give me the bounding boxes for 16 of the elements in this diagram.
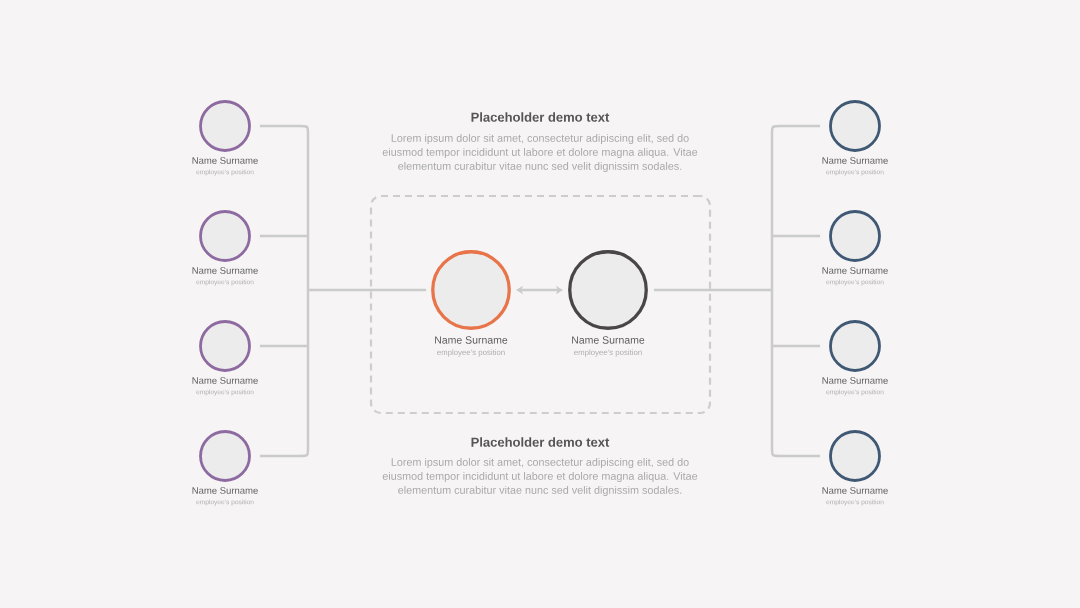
- connector-line: [652, 124, 822, 458]
- body-text: Lorem ipsum dolor sit amet, consectetur adipiscing elit, sed do eiusmod tempor incididunt ut labore et dolore magna aliqua. Vitae elementum curabitur vitae nunc sed velit dignissim sodales.: [382, 133, 698, 173]
- person-name: Name Surname: [192, 267, 258, 274]
- heading: Placeholder demo text: [471, 437, 610, 447]
- body-text: Lorem ipsum dolor sit amet, consectetur adipiscing elit, sed do eiusmod tempor incididunt ut labore et dolore magna aliqua. Vitae elementum curabitur vitae nunc sed velit dignissim sodales.: [382, 457, 698, 497]
- person-name: Name Surname: [192, 377, 258, 384]
- connector-line: [258, 124, 428, 458]
- person-name: Name Surname: [822, 487, 888, 494]
- heading: Placeholder demo text: [471, 112, 610, 122]
- person-name: Name Surname: [822, 377, 888, 384]
- person-name: Name Surname: [822, 267, 888, 274]
- person-name: Name Surname: [192, 487, 258, 494]
- person-name: Name Surname: [435, 336, 508, 344]
- person-name: Name Surname: [192, 157, 258, 164]
- person-name: Name Surname: [822, 157, 888, 164]
- person-name: Name Surname: [572, 336, 645, 344]
